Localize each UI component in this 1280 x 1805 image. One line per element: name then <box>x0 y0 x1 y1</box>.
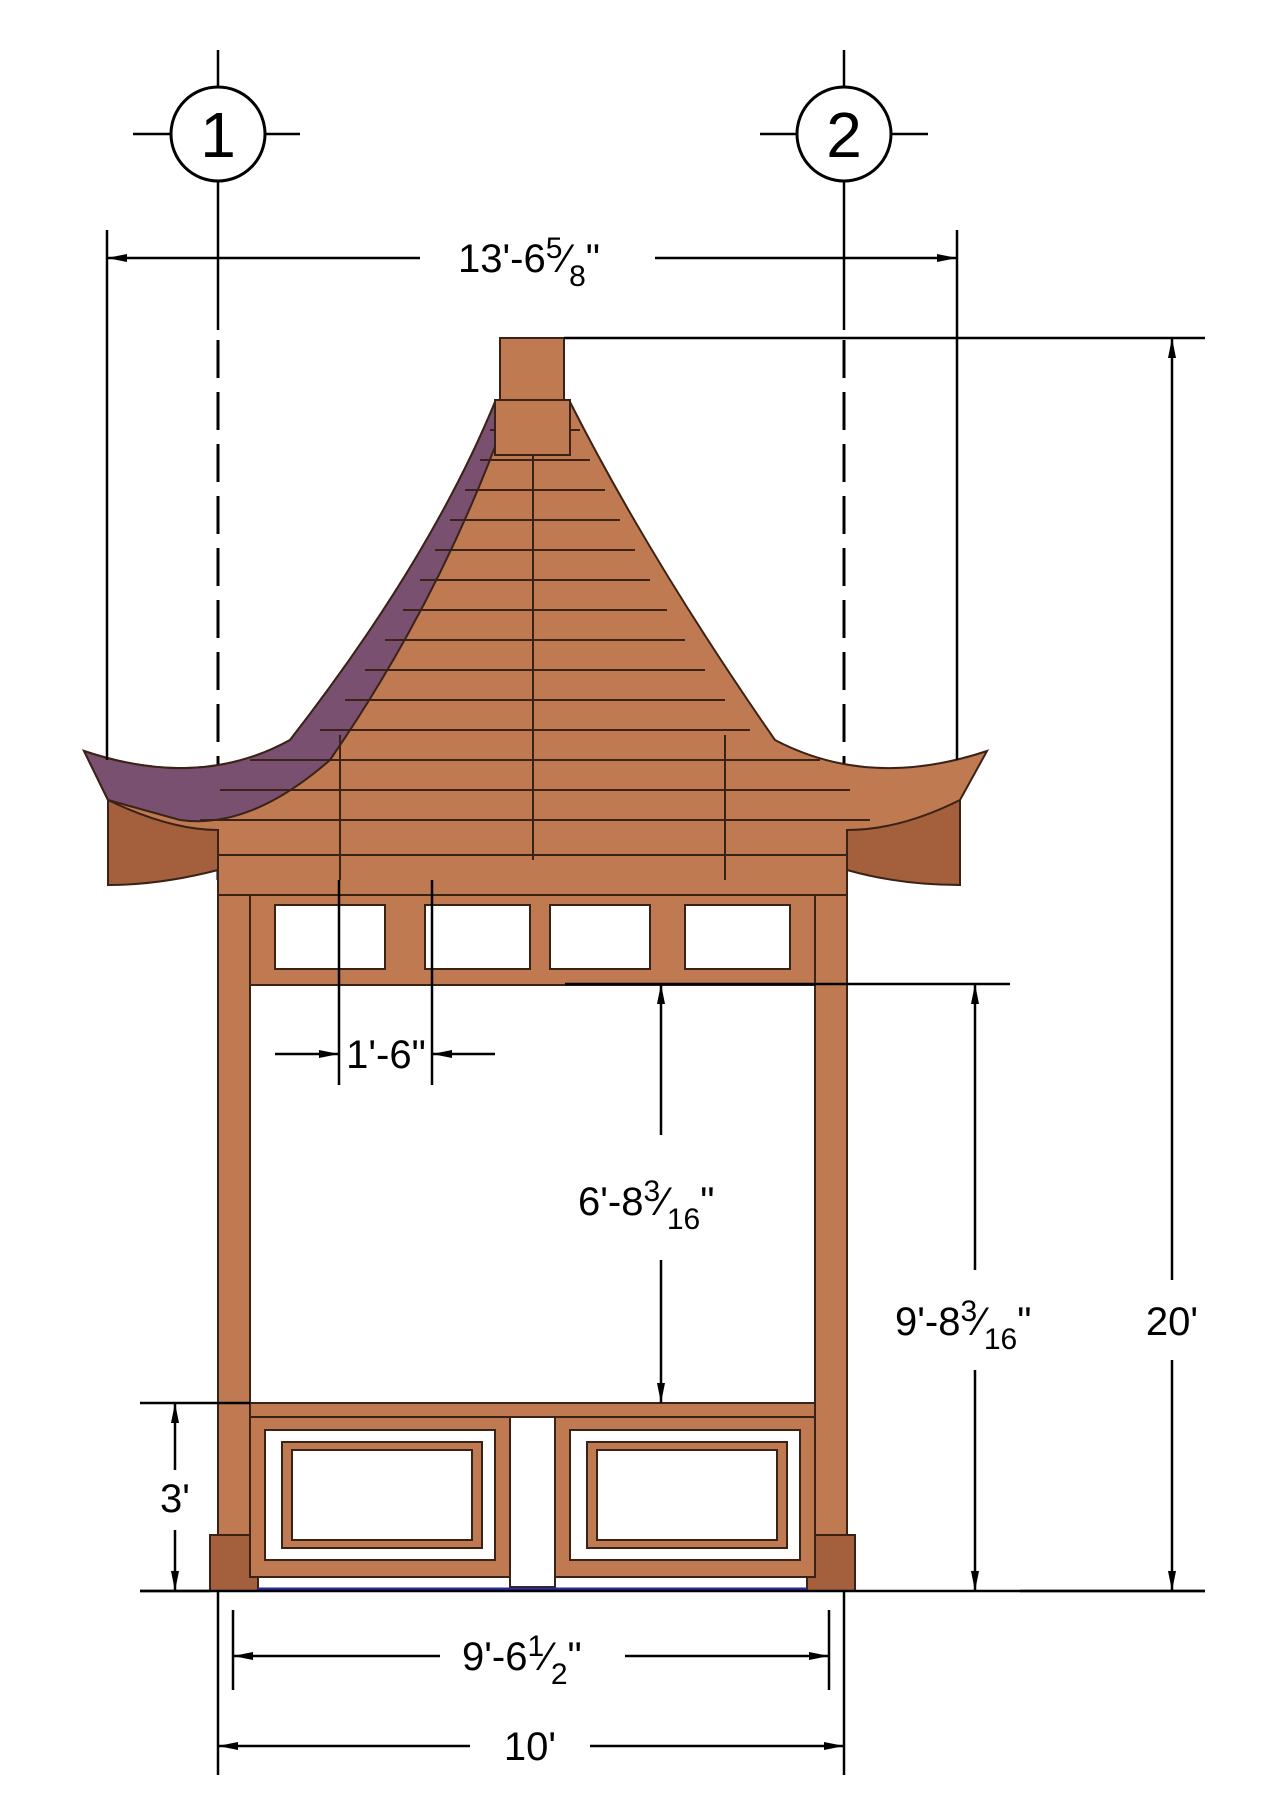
dim-text: 6'-8 <box>578 1180 643 1224</box>
dim-text: 3' <box>160 1477 190 1521</box>
dim-text: 10' <box>504 1725 556 1769</box>
gridline-2-label: 2 <box>826 99 862 171</box>
dim-rafter-spacing: 1'-6" <box>275 880 495 1085</box>
right-post <box>814 859 848 1561</box>
gridline-1-label: 1 <box>200 99 236 171</box>
dim-text: 13'-6 <box>458 237 546 281</box>
finial <box>499 337 565 403</box>
dim-text: 1'-6" <box>346 1033 426 1077</box>
railing <box>249 1402 816 1591</box>
left-post <box>217 859 251 1561</box>
dim-opening-height: 6'-83⁄16" <box>578 984 714 1403</box>
dim-text: 9'-6 <box>462 1635 527 1679</box>
svg-text:9'-83⁄16": 9'-83⁄16" <box>895 1295 1031 1356</box>
roof <box>82 337 990 887</box>
svg-text:6'-83⁄16": 6'-83⁄16" <box>578 1175 714 1236</box>
dim-text: 9'-8 <box>895 1300 960 1344</box>
dim-text: 20' <box>1146 1300 1198 1344</box>
pavilion <box>82 337 990 1592</box>
gridline-2: 2 <box>760 50 928 1775</box>
svg-text:13'-65⁄8": 13'-65⁄8" <box>458 232 600 293</box>
dim-grid-spacing: 10' <box>218 1725 844 1769</box>
dim-overall-height: 20' <box>564 336 1205 1593</box>
svg-text:9'-61⁄2": 9'-61⁄2" <box>462 1630 582 1691</box>
dim-inner-width: 9'-61⁄2" <box>231 1610 831 1691</box>
dim-railing-height: 3' <box>140 1401 250 1593</box>
